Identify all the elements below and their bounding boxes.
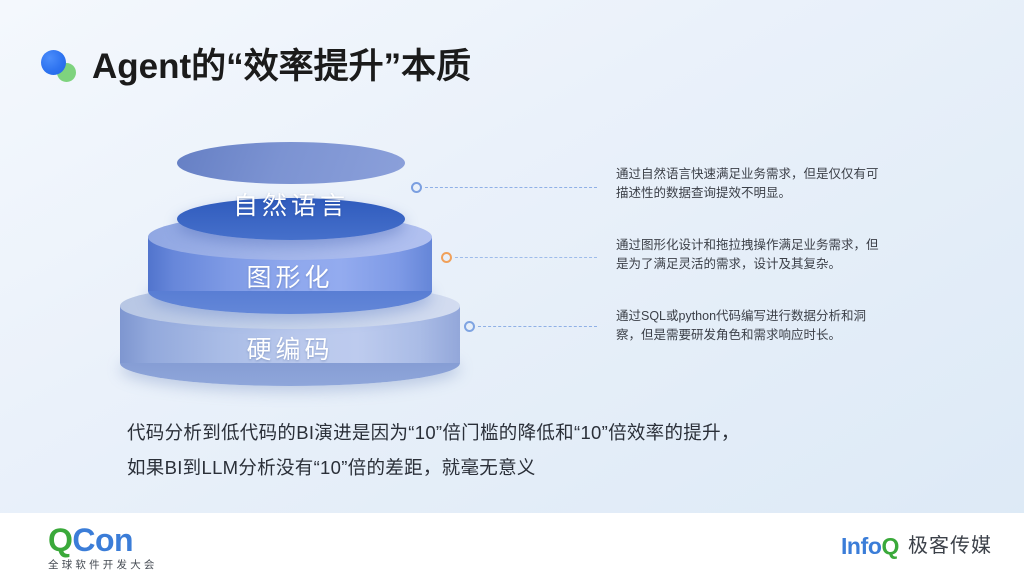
connector-dot-2-icon bbox=[441, 251, 452, 263]
qcon-logo: QCon 全球软件开发大会 bbox=[48, 523, 208, 572]
annotation-hardcode: 通过SQL或python代码编写进行数据分析和洞察，但是需要研发角色和需求响应时… bbox=[616, 309, 867, 342]
stack-tier-graphical-label: 图形化 bbox=[246, 265, 334, 292]
infoq-letter-q: Q bbox=[881, 533, 900, 559]
connector-dot-1-icon bbox=[411, 181, 422, 193]
summary-line-1: 代码分析到低代码的BI演进是因为“10”倍门槛的降低和“10”倍效率的提升， bbox=[127, 422, 740, 443]
page-title: Agent的“效率提升”本质 bbox=[40, 38, 471, 94]
slide-content-area: Agent的“效率提升”本质 硬编码 图形化 自然语言 bbox=[40, 38, 927, 485]
infoq-letters-info: Info bbox=[840, 533, 882, 559]
annotation-natural-language: 通过自然语言快速满足业务需求，但是仅仅有可描述性的数据查询提效不明显。 bbox=[616, 167, 879, 200]
infoq-wordmark: InfoQ bbox=[841, 534, 899, 558]
maturity-stack-diagram: 硬编码 图形化 自然语言 bbox=[110, 136, 470, 386]
summary-paragraph: 代码分析到低代码的BI演进是因为“10”倍门槛的降低和“10”倍效率的提升， 如… bbox=[127, 415, 927, 485]
stack-tier-hardcode-label: 硬编码 bbox=[246, 337, 334, 364]
summary-line-2: 如果BI到LLM分析没有“10”倍的差距，就毫无意义 bbox=[127, 457, 536, 478]
infoq-logo: InfoQ 极客传媒 bbox=[841, 534, 992, 558]
qcon-letter-q: Q bbox=[48, 522, 73, 558]
qcon-wordmark: QCon bbox=[48, 523, 208, 557]
stack-tier-natural-language-label: 自然语言 bbox=[232, 193, 349, 220]
connector-dash-3 bbox=[478, 325, 597, 327]
stack-tier-natural-language[interactable]: 自然语言 bbox=[177, 142, 405, 240]
qcon-subtitle: 全球软件开发大会 bbox=[48, 559, 158, 571]
annotation-graphical: 通过图形化设计和拖拉拽操作满足业务需求，但是为了满足灵活的需求，设计及其复杂。 bbox=[616, 238, 879, 271]
connector-dot-3-icon bbox=[464, 320, 475, 332]
connector-line-3 bbox=[464, 320, 597, 332]
qcon-letters-con: Con bbox=[72, 522, 134, 558]
infoq-chinese-name: 极客传媒 bbox=[908, 535, 992, 557]
connector-dash-2 bbox=[455, 256, 597, 258]
page-title-text: Agent的“效率提升”本质 bbox=[92, 46, 472, 86]
connector-dash-1 bbox=[425, 186, 597, 188]
blue-green-dots-icon bbox=[40, 46, 80, 86]
connector-line-1 bbox=[411, 181, 597, 193]
connector-line-2 bbox=[441, 251, 597, 263]
footer-bar: QCon 全球软件开发大会 InfoQ 极客传媒 bbox=[0, 513, 1024, 576]
